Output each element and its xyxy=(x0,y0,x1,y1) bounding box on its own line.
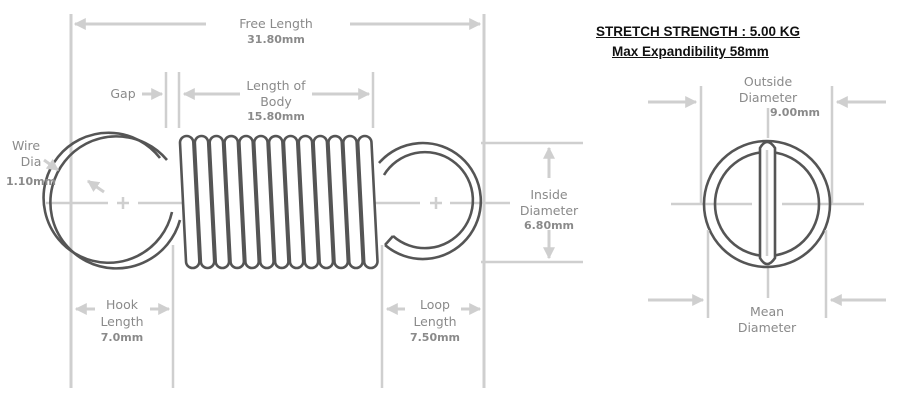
inside-diameter-dimension: Inside Diameter 6.80mm xyxy=(520,146,579,260)
outside-diameter-value: 9.00mm xyxy=(770,106,820,119)
coil xyxy=(356,134,379,270)
max-expandability-spec: Max Expandibility 58mm xyxy=(612,44,769,59)
free-length-value: 31.80mm xyxy=(247,33,305,46)
wire-dia-label-2: Dia xyxy=(21,154,42,169)
body-length-label-2: Body xyxy=(260,94,292,109)
right-loop xyxy=(378,141,483,261)
inside-diameter-label-1: Inside xyxy=(530,187,568,202)
loop-length-value: 7.50mm xyxy=(410,331,460,344)
inside-diameter-value: 6.80mm xyxy=(524,219,574,232)
mean-diameter-label-2: Diameter xyxy=(738,320,797,335)
loop-length-label-2: Length xyxy=(413,314,456,329)
body-length-label-1: Length of xyxy=(246,78,306,93)
extension-lines xyxy=(69,14,583,388)
hook-length-label-1: Hook xyxy=(106,297,139,312)
coil xyxy=(238,134,261,270)
hook-length-dimension: Hook Length 7.0mm xyxy=(74,297,171,344)
body-length-dimension: Length of Body 15.80mm xyxy=(182,78,371,123)
coil xyxy=(327,134,350,270)
end-view: Outside Diameter 9.00mm Mean Diameter xyxy=(648,74,886,335)
wire-dia-value: 1.10mm xyxy=(6,175,56,188)
coil xyxy=(193,134,216,270)
hook-length-label-2: Length xyxy=(100,314,143,329)
inside-diameter-label-2: Diameter xyxy=(520,203,579,218)
outside-diameter-label-1: Outside xyxy=(744,74,793,89)
mean-diameter-label-1: Mean xyxy=(750,304,784,319)
stretch-strength-spec: STRETCH STRENGTH : 5.00 KG xyxy=(596,24,801,39)
coil xyxy=(267,134,290,270)
loop-length-dimension: Loop Length 7.50mm xyxy=(385,297,482,344)
coil xyxy=(297,134,320,270)
wire-dia-label-1: Wire xyxy=(12,138,40,153)
coil xyxy=(312,134,335,270)
gap-dimension: Gap xyxy=(110,86,164,101)
free-length-label: Free Length xyxy=(239,16,313,31)
coil xyxy=(223,134,246,270)
coil xyxy=(342,134,364,270)
gap-label: Gap xyxy=(110,86,135,101)
spring-body xyxy=(178,134,379,270)
free-length-dimension: Free Length 31.80mm xyxy=(73,16,482,46)
body-length-value: 15.80mm xyxy=(247,110,305,123)
wire-dia-dimension: Wire Dia 1.10mm xyxy=(6,138,105,194)
left-hook xyxy=(42,131,182,270)
loop-length-label-1: Loop xyxy=(420,297,450,312)
coil xyxy=(282,134,305,270)
coil xyxy=(178,134,201,270)
coil xyxy=(252,134,275,270)
coil xyxy=(208,134,231,270)
outside-diameter-label-2: Diameter xyxy=(739,90,798,105)
hook-length-value: 7.0mm xyxy=(101,331,143,344)
